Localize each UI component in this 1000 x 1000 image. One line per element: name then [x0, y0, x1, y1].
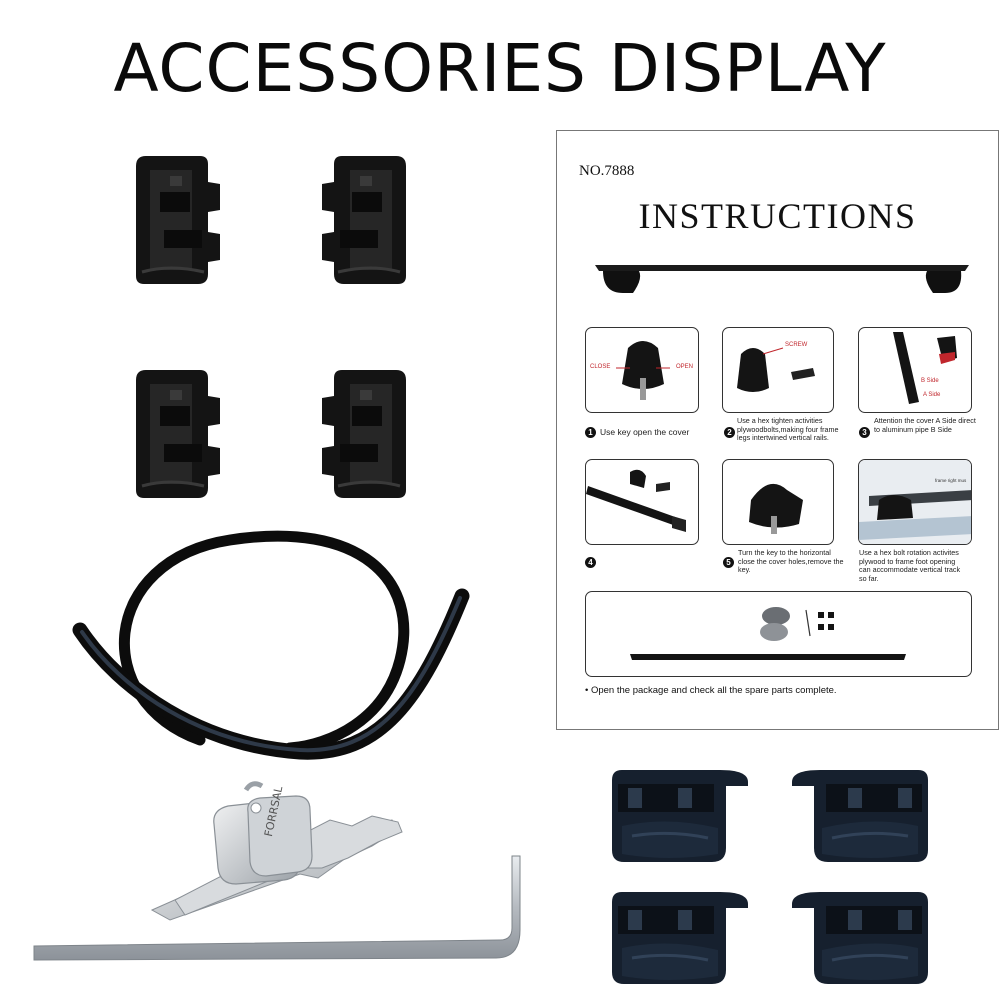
- b-side-tag: B Side: [921, 378, 939, 384]
- a-side-tag: A Side: [923, 392, 941, 398]
- clamp-top-left: [610, 768, 750, 864]
- keys: [150, 781, 403, 921]
- step-3-caption: Attention the cover A Side direct to alu…: [874, 416, 976, 434]
- parts-check-panel: [585, 591, 972, 677]
- open-tag: OPEN: [676, 364, 694, 370]
- clamp-top-right: [790, 768, 930, 864]
- step-1-number: 1: [585, 427, 596, 438]
- end-cap-bottom-right: [320, 368, 408, 500]
- page-title: ACCESSORIES DISPLAY: [113, 30, 887, 107]
- hex-wrench: [33, 855, 521, 961]
- step-2-panel: SCREW: [722, 327, 834, 413]
- step-6-caption: Use a hex bolt rotation activites plywoo…: [859, 548, 961, 583]
- screw-tag: SCREW: [785, 342, 808, 348]
- clamp-bottom-left: [610, 890, 750, 986]
- end-cap-top-left: [134, 154, 222, 286]
- step-2-caption: Use a hex tighten activities plywoodbolt…: [737, 416, 839, 442]
- step-5-panel: [722, 459, 834, 545]
- step-3-panel: B Side A Side: [858, 327, 972, 413]
- instructions-title: INSTRUCTIONS: [638, 196, 917, 236]
- step-4-number: 4: [585, 557, 596, 568]
- step-6-panel: frame right mus: [858, 459, 972, 545]
- instruction-sheet: NO.7888 INSTRUCTIONS CLOSE OPEN 1 Use ke…: [556, 130, 999, 730]
- end-cap-bottom-left: [134, 368, 222, 500]
- end-cap-top-right: [320, 154, 408, 286]
- step-5-caption: Turn the key to the horizontal close the…: [738, 548, 844, 574]
- frame-mark-tag: frame right mus: [935, 478, 967, 483]
- parts-check-note: • Open the package and check all the spa…: [585, 685, 837, 696]
- roof-bar-illustration: [595, 265, 969, 293]
- step-5-number: 5: [723, 557, 734, 568]
- step-1-panel: CLOSE OPEN: [585, 327, 699, 413]
- model-number: NO.7888: [579, 163, 635, 179]
- step-3-number: 3: [859, 427, 870, 438]
- rubber-strip: [72, 530, 470, 760]
- step-1-caption: Use key open the cover: [600, 427, 690, 437]
- step-4-panel: [585, 459, 699, 545]
- parts-check-text: Open the package and check all the spare…: [590, 685, 837, 696]
- step-2-number: 2: [724, 427, 735, 438]
- close-tag: CLOSE: [590, 364, 611, 370]
- clamp-bottom-right: [790, 890, 930, 986]
